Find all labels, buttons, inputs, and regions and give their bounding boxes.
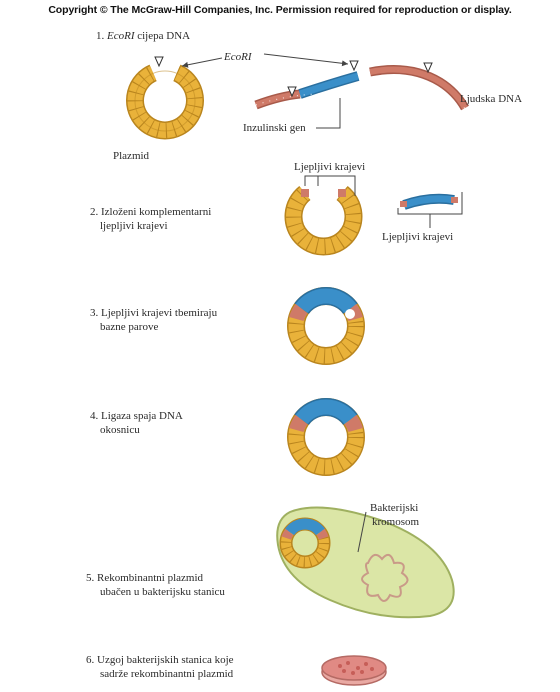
step-5-line2: ubačen u bakterijsku stanicu [100,586,225,599]
step-4-line1: 4. Ligaza spaja DNA [90,410,183,423]
plasmid-sticky-ends-ring [294,189,354,247]
ecori-arrow-left [182,58,222,66]
step-6-line1: 6. Uzgoj bakterijskih stanica koje [86,654,234,667]
bacterial-chromosome-label-1: Bakterijski [370,502,418,515]
sticky-ends-top-label: Ljepljivi krajevi [294,161,365,174]
insulin-gene-label: Inzulinski gen [243,122,306,135]
step-5-line1: 5. Rekombinantni plazmid [86,572,203,585]
ecori-cut-site-marker [155,57,163,66]
plasmid-cut-ring [135,71,195,131]
step-2-line1: 2. Izloženi komplementarni [90,206,211,219]
step-3-line1: 3. Ljepljivi krajevi tbemiraju [90,307,217,320]
step-6-line2: sadrže rekombinantni plazmid [100,668,233,681]
ecori-arrow-right [264,54,348,64]
step-3-line2: bazne parove [100,321,158,334]
ecori-label: EcoRI [224,51,251,64]
bacterial-chromosome-label-2: kromosom [372,516,419,529]
petri-dish [322,656,386,685]
ecori-site-mid-marker [350,61,358,70]
step-1-label: 1. EcoRI cijepa DNA [96,30,190,43]
step-2-line2: ljepljivi krajevi [100,220,168,233]
insulin-gene-leader [316,98,340,128]
step-4-line2: okosnicu [100,424,140,437]
plasmid-base-pairing-ring [296,296,356,356]
human-dna-fragments [256,70,465,108]
insulin-fragment-cut [400,197,458,207]
human-dna-label: Ljudska DNA [460,93,522,106]
plasmid-label: Plazmid [113,150,149,163]
recombinant-plasmid-ring [296,407,356,467]
sticky-ends-right-label: Ljepljivi krajevi [382,231,453,244]
